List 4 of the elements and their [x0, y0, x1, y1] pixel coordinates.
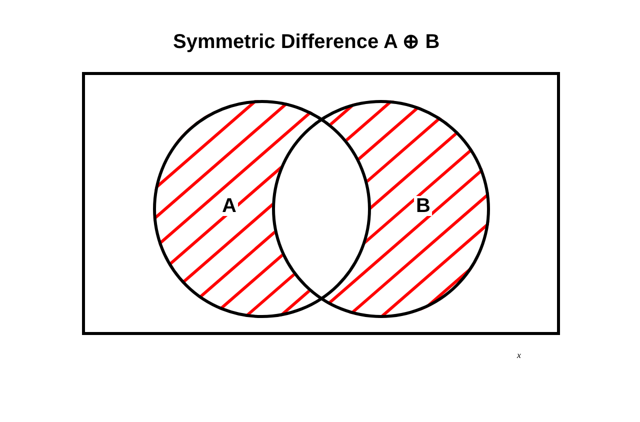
- set-label: B: [414, 196, 432, 216]
- set-label: A: [220, 196, 238, 216]
- variable-label: x: [517, 349, 521, 362]
- diagram-title: Symmetric Difference A ⊕ B: [173, 30, 440, 55]
